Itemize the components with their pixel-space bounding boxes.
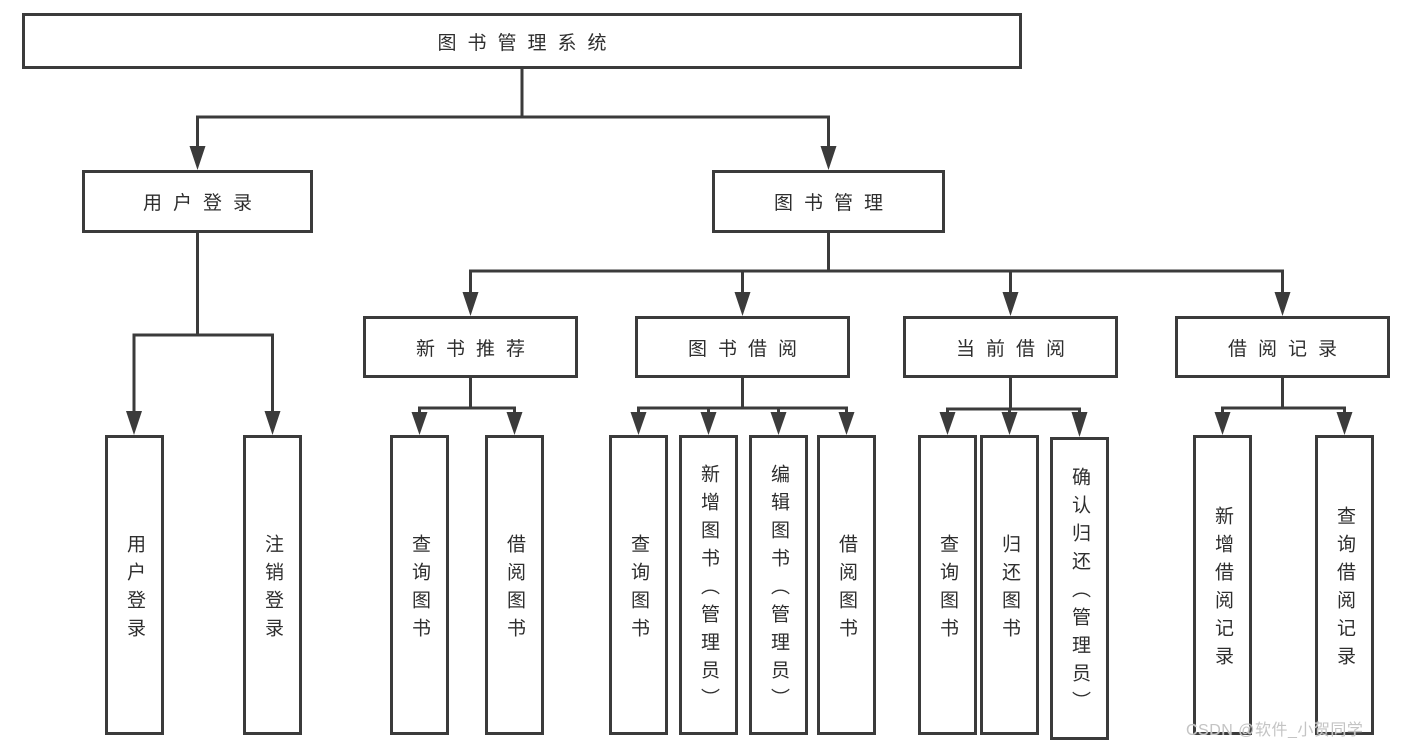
leaf-query-books-3: 查询图书 bbox=[918, 435, 977, 735]
node-root: 图书管理系统 bbox=[22, 13, 1022, 69]
connector-borrow-record-children bbox=[1214, 378, 1353, 435]
csdn-watermark: CSDN @软件_小贺同学 bbox=[1186, 722, 1364, 739]
node-borrowing-records: 借阅记录 bbox=[1175, 316, 1390, 378]
node-current-borrowing-label: 当前借阅 bbox=[955, 338, 1076, 360]
leaf-confirm-return-admin-label: 确认归还（管理员） bbox=[1069, 467, 1090, 719]
leaf-return-books: 归还图书 bbox=[980, 435, 1039, 735]
leaf-return-books-label: 归还图书 bbox=[999, 533, 1020, 646]
connector-user-login-children bbox=[126, 233, 281, 435]
leaf-borrow-books-2-label: 借阅图书 bbox=[836, 533, 857, 646]
node-borrowing-records-label: 借阅记录 bbox=[1227, 338, 1348, 360]
node-user-login: 用户登录 bbox=[82, 170, 313, 233]
node-book-management-label: 图书管理 bbox=[773, 193, 894, 214]
leaf-confirm-return-admin: 确认归还（管理员） bbox=[1050, 437, 1109, 740]
node-new-book-recommendation: 新书推荐 bbox=[363, 316, 578, 378]
node-new-book-recommendation-label: 新书推荐 bbox=[415, 338, 536, 360]
node-root-label: 图书管理系统 bbox=[437, 32, 618, 54]
leaf-query-books-2: 查询图书 bbox=[609, 435, 668, 735]
leaf-borrow-books-2: 借阅图书 bbox=[817, 435, 876, 735]
node-book-borrowing-label: 图书借阅 bbox=[687, 338, 808, 360]
leaf-add-borrow-record-label: 新增借阅记录 bbox=[1212, 505, 1233, 674]
leaf-query-borrow-record-label: 查询借阅记录 bbox=[1334, 505, 1355, 674]
connector-book-borrow-children bbox=[630, 378, 855, 435]
leaf-borrow-books-1-label: 借阅图书 bbox=[504, 533, 525, 646]
leaf-query-books-1: 查询图书 bbox=[390, 435, 449, 735]
leaf-user-login: 用户登录 bbox=[105, 435, 164, 735]
leaf-user-login-label: 用户登录 bbox=[124, 533, 145, 646]
connector-root-to-level2 bbox=[189, 69, 837, 170]
node-current-borrowing: 当前借阅 bbox=[903, 316, 1118, 378]
leaf-query-books-1-label: 查询图书 bbox=[409, 533, 430, 646]
leaf-add-books-admin-label: 新增图书（管理员） bbox=[698, 463, 719, 716]
leaf-edit-books-admin: 编辑图书（管理员） bbox=[749, 435, 808, 735]
leaf-add-books-admin: 新增图书（管理员） bbox=[679, 435, 738, 735]
leaf-borrow-books-1: 借阅图书 bbox=[485, 435, 544, 735]
leaf-logout: 注销登录 bbox=[243, 435, 302, 735]
connector-new-book-rec-children bbox=[411, 378, 523, 435]
leaf-query-borrow-record: 查询借阅记录 bbox=[1315, 435, 1374, 735]
leaf-add-borrow-record: 新增借阅记录 bbox=[1193, 435, 1252, 735]
leaf-query-books-3-label: 查询图书 bbox=[937, 533, 958, 646]
node-book-management: 图书管理 bbox=[712, 170, 945, 233]
leaf-query-books-2-label: 查询图书 bbox=[628, 533, 649, 646]
leaf-edit-books-admin-label: 编辑图书（管理员） bbox=[768, 463, 789, 716]
node-user-login-label: 用户登录 bbox=[142, 193, 263, 214]
connector-book-mgmt-to-level3 bbox=[462, 233, 1291, 316]
leaf-logout-label: 注销登录 bbox=[262, 533, 283, 646]
node-book-borrowing: 图书借阅 bbox=[635, 316, 850, 378]
connector-current-borrow-children bbox=[939, 378, 1088, 437]
